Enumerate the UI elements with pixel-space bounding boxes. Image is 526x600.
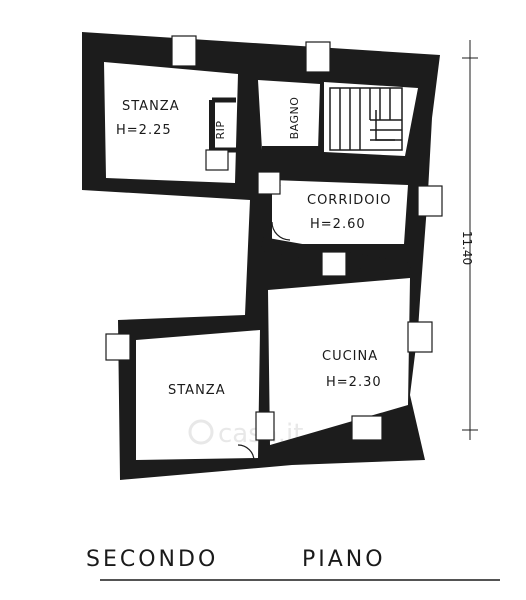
window-top-stair xyxy=(305,41,331,73)
dimension-line xyxy=(462,40,478,440)
window-corridor-east xyxy=(417,185,443,217)
room-stanza-top-height: H=2.25 xyxy=(116,123,172,138)
room-stanza-bottom-name: STANZA xyxy=(168,383,226,398)
floor-title-left: SECONDO xyxy=(86,547,218,572)
walls xyxy=(82,32,440,480)
door-swing-corridor-west xyxy=(271,221,291,241)
room-cucina-height: H=2.30 xyxy=(326,375,382,390)
door-corridor-north xyxy=(257,171,281,195)
room-rip-name: RIP xyxy=(214,120,227,139)
window-stanza-west xyxy=(105,333,131,361)
room-cucina-name: CUCINA xyxy=(322,349,378,364)
watermark-logo-icon xyxy=(188,419,214,445)
floor-title-right: PIANO xyxy=(302,547,386,572)
staircase xyxy=(329,87,403,151)
door-swing-stanza xyxy=(237,444,255,462)
window-cucina-south xyxy=(351,415,383,441)
room-bagno-name: BAGNO xyxy=(288,97,301,140)
room-corridoio-height: H=2.60 xyxy=(310,217,366,232)
room-stanza-top-name: STANZA xyxy=(122,99,180,114)
door-rip xyxy=(205,149,229,171)
wall-top-block xyxy=(82,32,440,480)
windows xyxy=(105,35,443,441)
room-corridoio-name: CORRIDOIO xyxy=(307,193,392,208)
door-stanza-kitchen xyxy=(255,411,275,441)
dimension-length-label: 11.40 xyxy=(460,231,474,265)
window-cucina-east xyxy=(407,321,433,353)
door-corridor-kitchen xyxy=(321,251,347,277)
stair-outline xyxy=(329,87,403,151)
window-stanza-top xyxy=(171,35,197,67)
stair-arrow xyxy=(375,110,395,141)
